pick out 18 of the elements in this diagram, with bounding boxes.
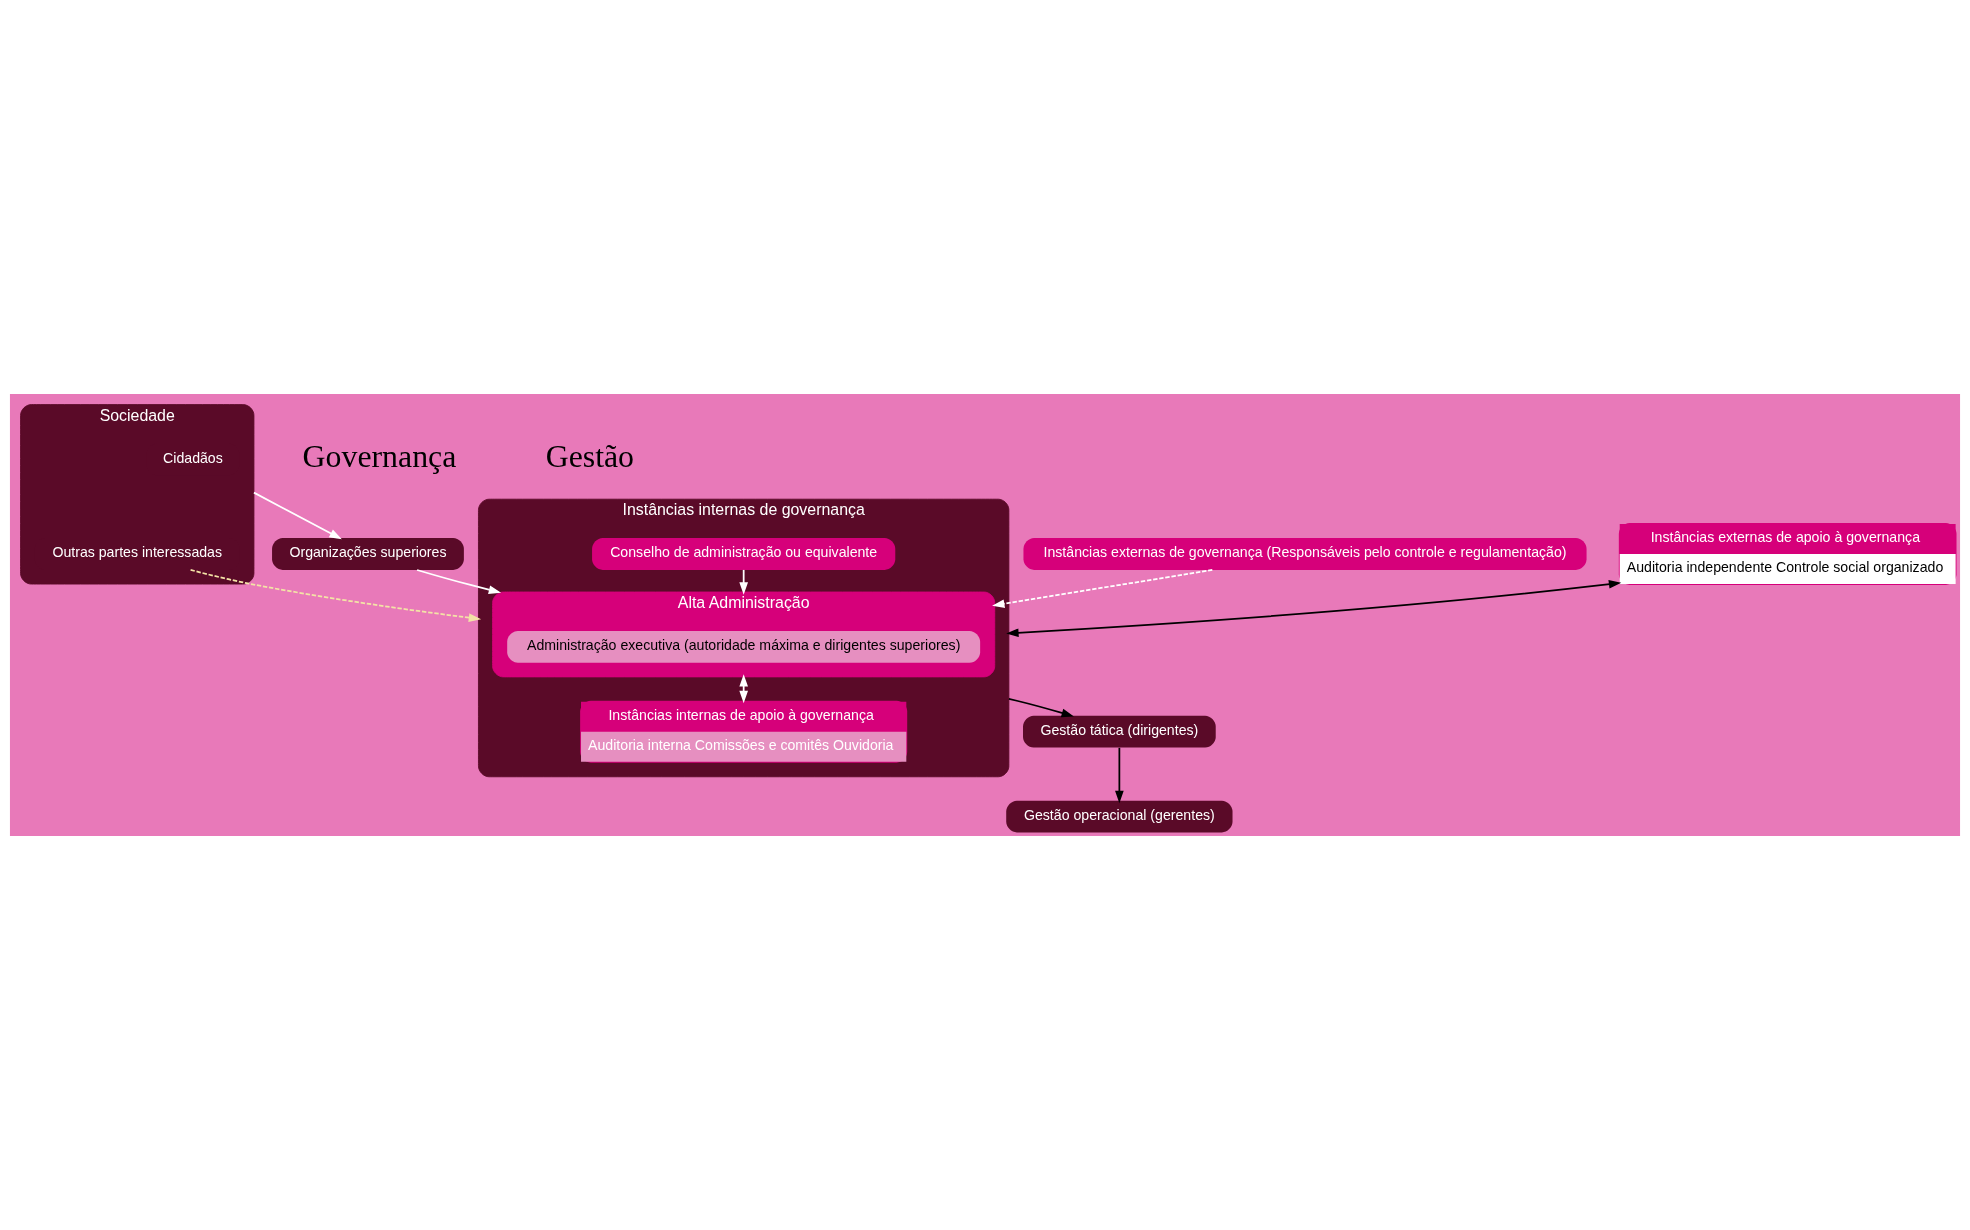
node-box: Gestão tática (dirigentes) <box>1023 715 1216 748</box>
arrow <box>416 569 502 594</box>
arrow <box>189 569 482 622</box>
arrow <box>1008 697 1074 718</box>
arrow <box>992 569 1214 608</box>
node-box: Organizações superiores <box>272 538 464 570</box>
node-box: Conselho de administração ou equivalente <box>592 538 896 570</box>
arrow <box>739 569 748 595</box>
node-box: Instâncias externas de governança (Responsáveis pelo controle e regulamentação) <box>1023 538 1587 570</box>
label: Gestão <box>545 439 635 475</box>
arrow <box>253 491 342 540</box>
node-box: Administração executiva (autoridade máxima e dirigentes superiores) <box>507 630 981 663</box>
node-text: Cidadãos <box>163 449 223 466</box>
node-text: Outras partes interessadas <box>52 544 223 561</box>
label: Governança <box>302 439 457 475</box>
arrow <box>1006 579 1622 638</box>
arrow <box>1115 746 1124 804</box>
node-box: Gestão operacional (gerentes) <box>1006 800 1233 833</box>
